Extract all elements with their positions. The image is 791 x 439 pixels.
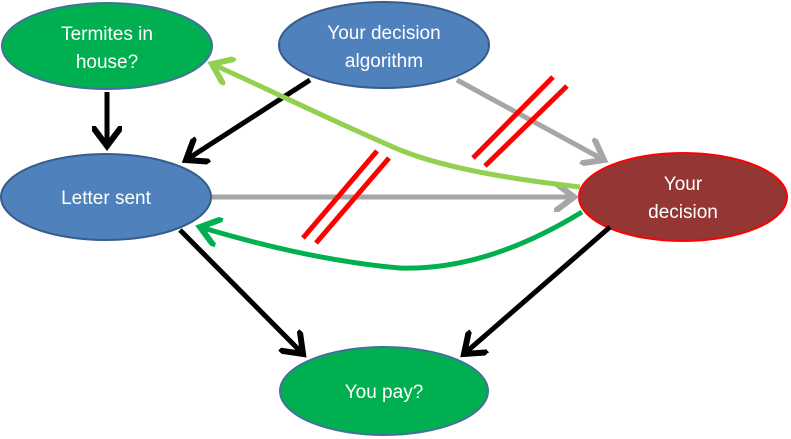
node-pay: You pay? (279, 346, 489, 436)
arrow-decision-to-termites (212, 64, 581, 190)
node-decision: Your decision (578, 152, 788, 242)
cut-mark-letter-decision (301, 149, 391, 245)
node-termites-line1: Termites in (61, 24, 153, 45)
node-decision-line2: decision (648, 202, 718, 223)
arrow-letter-to-pay (178, 228, 303, 354)
node-algorithm-line2: algorithm (345, 51, 423, 72)
node-pay-line1: You pay? (345, 382, 424, 403)
node-letter: Letter sent (0, 153, 212, 241)
arrow-algorithm-to-letter (186, 77, 312, 160)
cut-mark-algorithm-decision (471, 75, 569, 168)
arrow-decision-to-pay (464, 225, 612, 354)
node-termites: Termites in house? (1, 2, 213, 90)
node-letter-line1: Letter sent (61, 188, 151, 209)
node-algorithm-line1: Your decision (327, 23, 440, 44)
node-decision-line1: Your (664, 174, 703, 195)
node-termites-line2: house? (76, 52, 138, 73)
node-algorithm: Your decision algorithm (278, 1, 490, 89)
arrow-decision-to-letter (200, 209, 584, 271)
